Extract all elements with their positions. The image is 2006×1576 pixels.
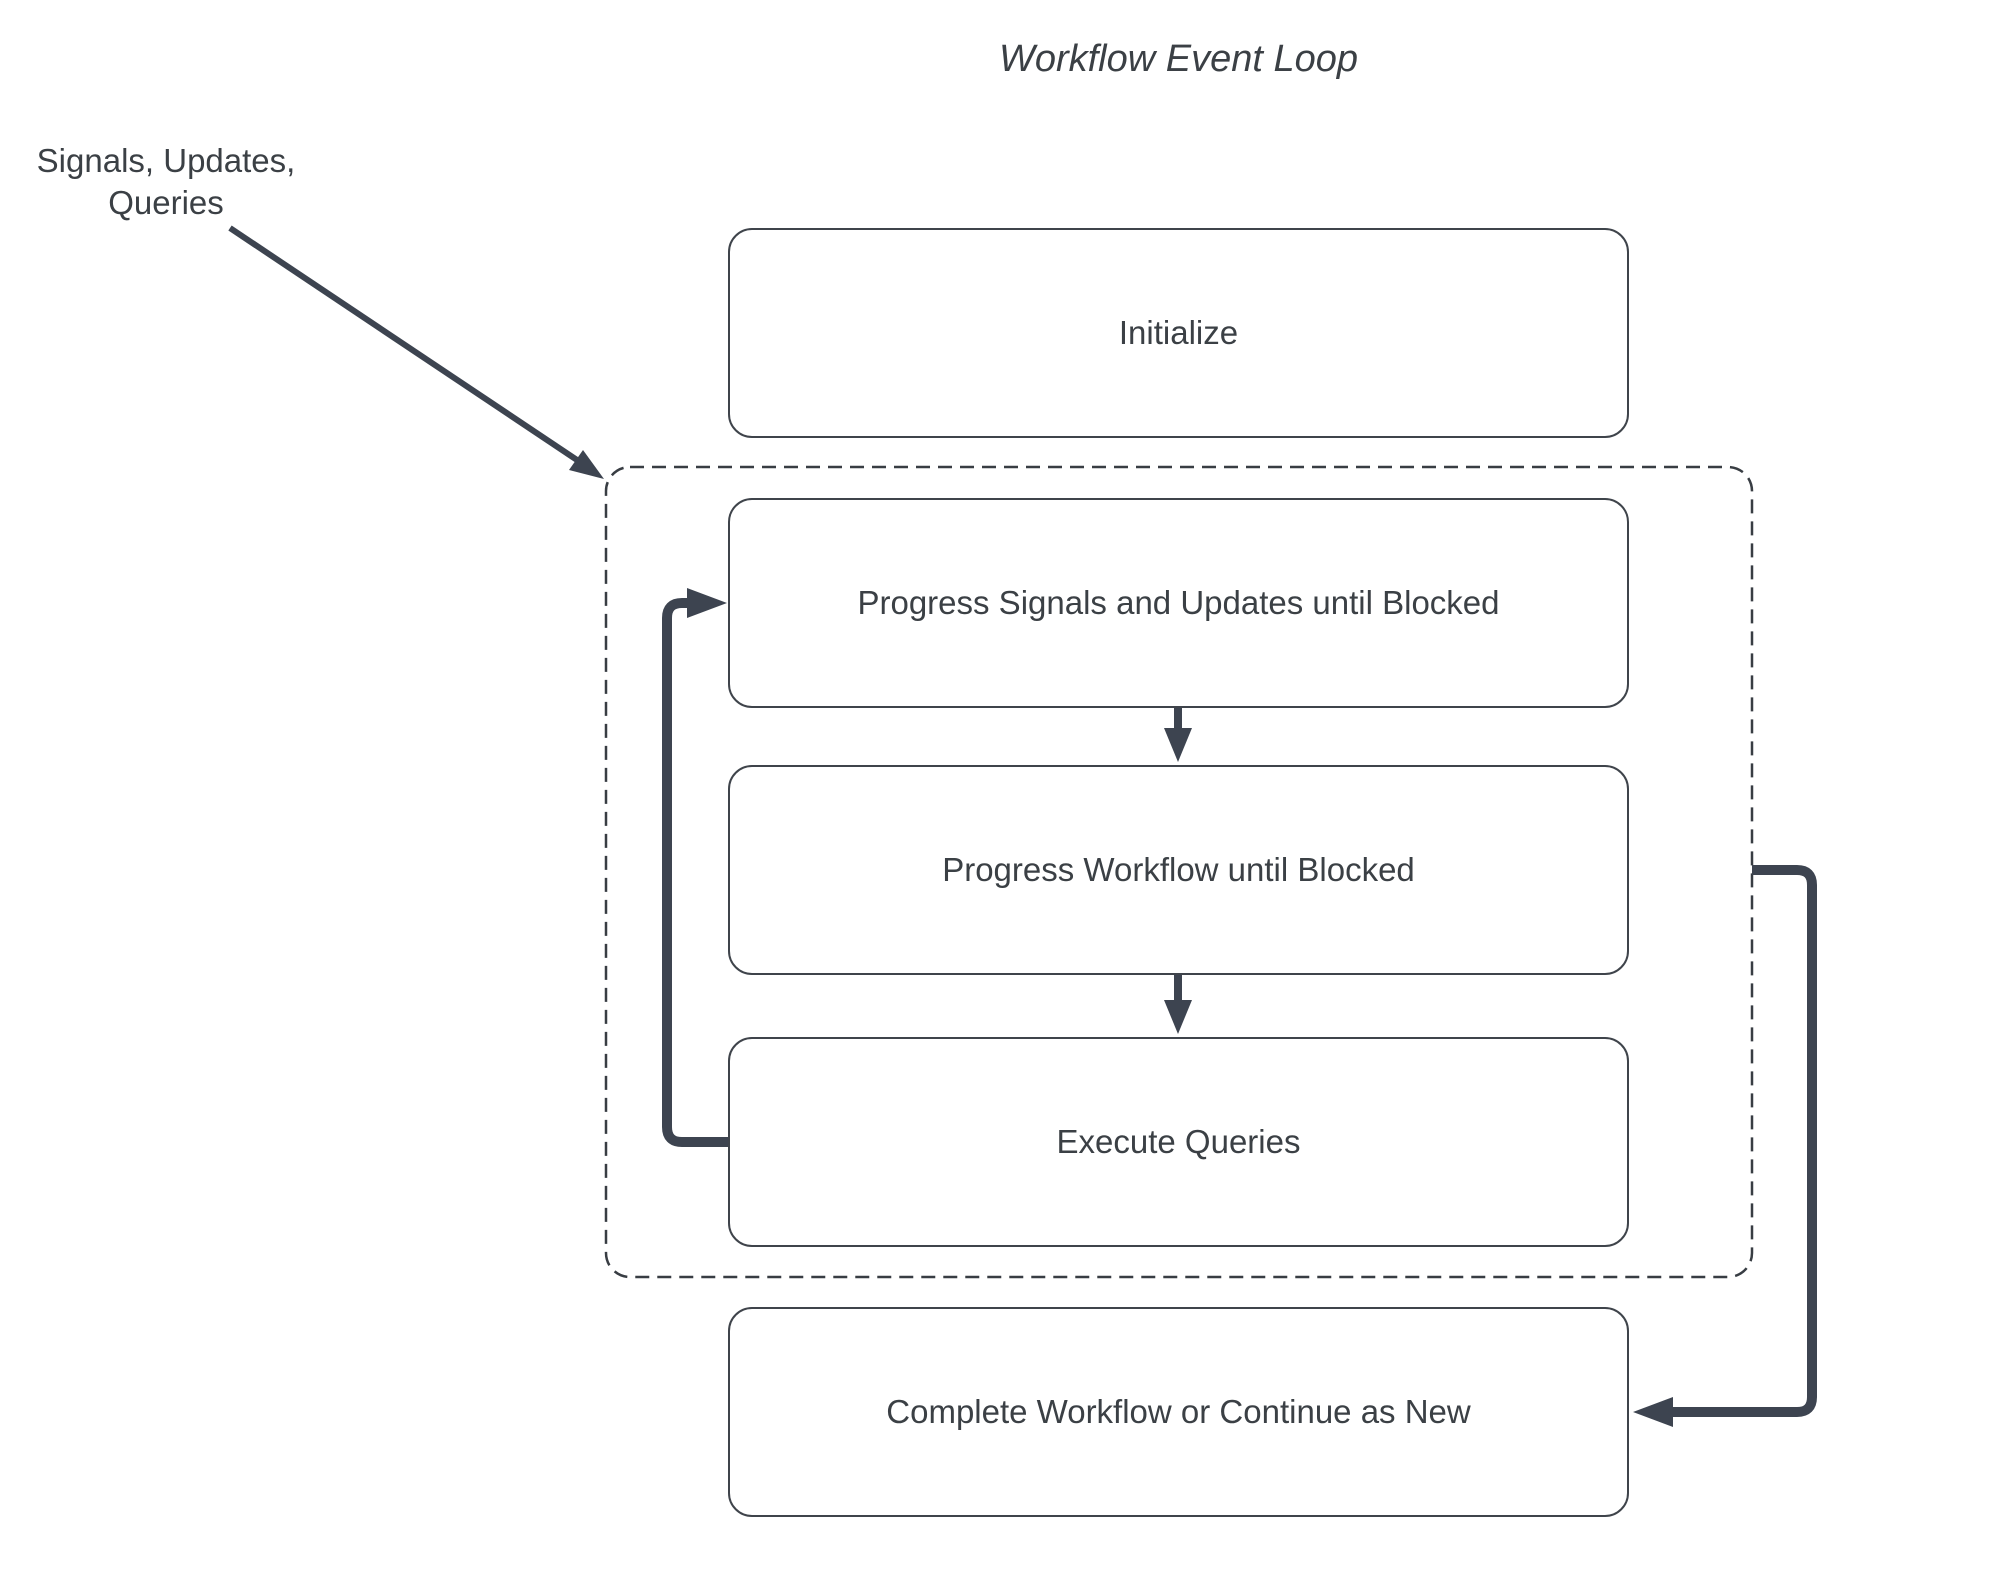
external-inputs-label: Signals, Updates, Queries: [10, 140, 322, 224]
arrow-loop-to-complete: [1633, 865, 1817, 1427]
node-complete-workflow: Complete Workflow or Continue as New: [728, 1307, 1629, 1517]
loop-arrow-queries-to-signals: [662, 588, 728, 1147]
arrow-workflow-to-queries: [1164, 975, 1192, 1034]
external-inputs-line1: Signals, Updates,: [36, 142, 296, 179]
arrow-signals-to-workflow: [1164, 708, 1192, 762]
external-inputs-line2: Queries: [108, 184, 224, 221]
node-progress-signals: Progress Signals and Updates until Block…: [728, 498, 1629, 708]
node-execute-queries: Execute Queries: [728, 1037, 1629, 1247]
signals-input-arrow: [228, 225, 604, 479]
node-initialize: Initialize: [728, 228, 1629, 438]
diagram-title: Workflow Event Loop: [998, 38, 1359, 80]
node-progress-workflow: Progress Workflow until Blocked: [728, 765, 1629, 975]
